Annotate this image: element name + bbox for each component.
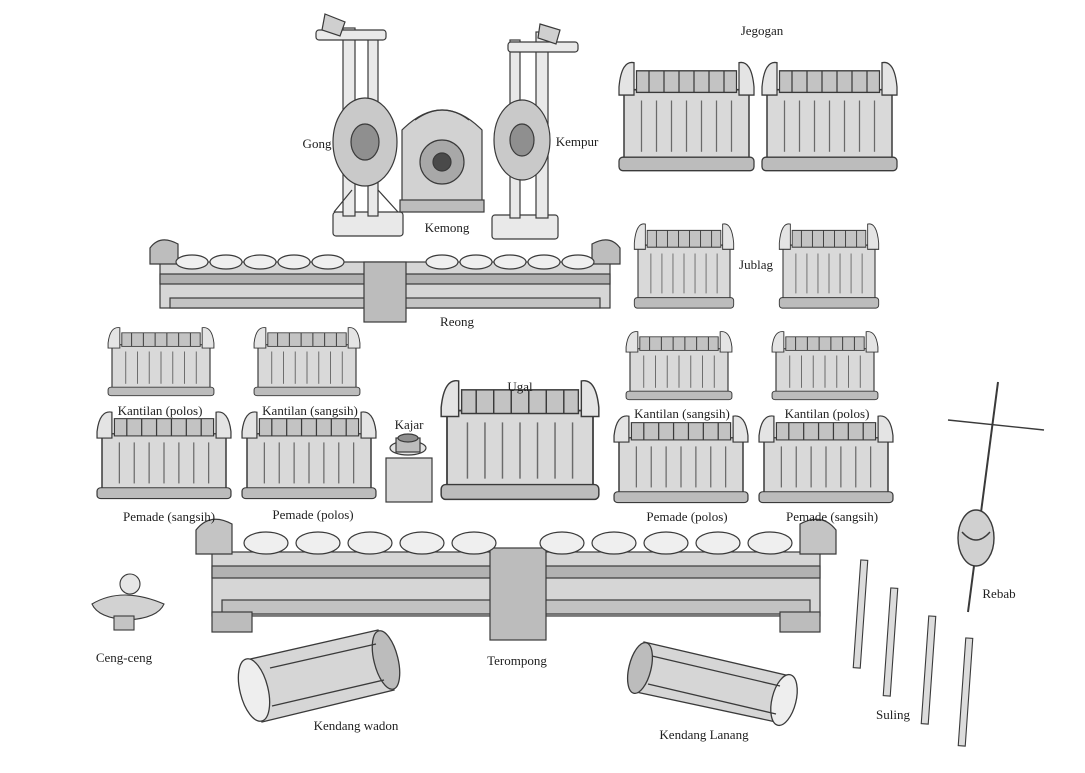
label-terompong: Terompong [487, 653, 547, 668]
kempur-instrument [491, 23, 579, 240]
label-kempur: Kempur [555, 134, 599, 149]
suling-instrument [852, 559, 974, 747]
label-gong: Gong [302, 136, 332, 151]
label-kantilan-polos-left: Kantilan (polos) [117, 403, 203, 418]
kajar-instrument [385, 433, 433, 503]
label-kantilan-polos-right: Kantilan (polos) [784, 406, 870, 421]
label-pemade-sangsih-right: Pemade (sangsih) [785, 509, 879, 524]
kendang-wadon-instrument [237, 629, 401, 723]
ugal-instrument [440, 379, 600, 501]
jublag-left-instrument [633, 223, 735, 309]
label-suling: Suling [876, 707, 910, 722]
pemade-polos-left-instrument [241, 411, 377, 500]
label-pemade-polos-right: Pemade (polos) [646, 509, 728, 524]
label-kajar: Kajar [394, 417, 424, 432]
jublag-right-instrument [778, 223, 880, 309]
label-ugal: Ugal [507, 379, 533, 394]
pemade-polos-right-instrument [613, 415, 749, 504]
label-kendang-wadon: Kendang wadon [313, 718, 399, 733]
ceng-ceng-instrument [91, 573, 165, 631]
label-pemade-polos-left: Pemade (polos) [272, 507, 354, 522]
label-ceng-ceng: Ceng-ceng [95, 650, 153, 665]
kantilan-polos-right-instrument [771, 330, 879, 401]
label-jegogan: Jegogan [740, 23, 784, 38]
pemade-sangsih-left-instrument [96, 411, 232, 500]
label-reong: Reong [440, 314, 474, 329]
label-kemong: Kemong [424, 220, 470, 235]
label-pemade-sangsih-left: Pemade (sangsih) [122, 509, 216, 524]
pemade-sangsih-right-instrument [758, 415, 894, 504]
label-kantilan-sangsih-right: Kantilan (sangsih) [634, 406, 730, 421]
terompong-instrument [195, 518, 837, 641]
kantilan-sangsih-right-instrument [625, 330, 733, 401]
label-rebab: Rebab [982, 586, 1016, 601]
kendang-lanang-instrument [626, 641, 798, 727]
label-jublag: Jublag [739, 257, 773, 272]
jegogan-right-instrument [761, 61, 898, 172]
reong-instrument [149, 239, 621, 323]
rebab-instrument [947, 381, 1045, 613]
kemong-instrument [399, 109, 485, 213]
label-kantilan-sangsih-left: Kantilan (sangsih) [262, 403, 358, 418]
gong-instrument [315, 13, 404, 237]
kantilan-sangsih-left-instrument [253, 326, 361, 397]
kantilan-polos-left-instrument [107, 326, 215, 397]
jegogan-left-instrument [618, 61, 755, 172]
label-kendang-lanang: Kendang Lanang [659, 727, 749, 742]
